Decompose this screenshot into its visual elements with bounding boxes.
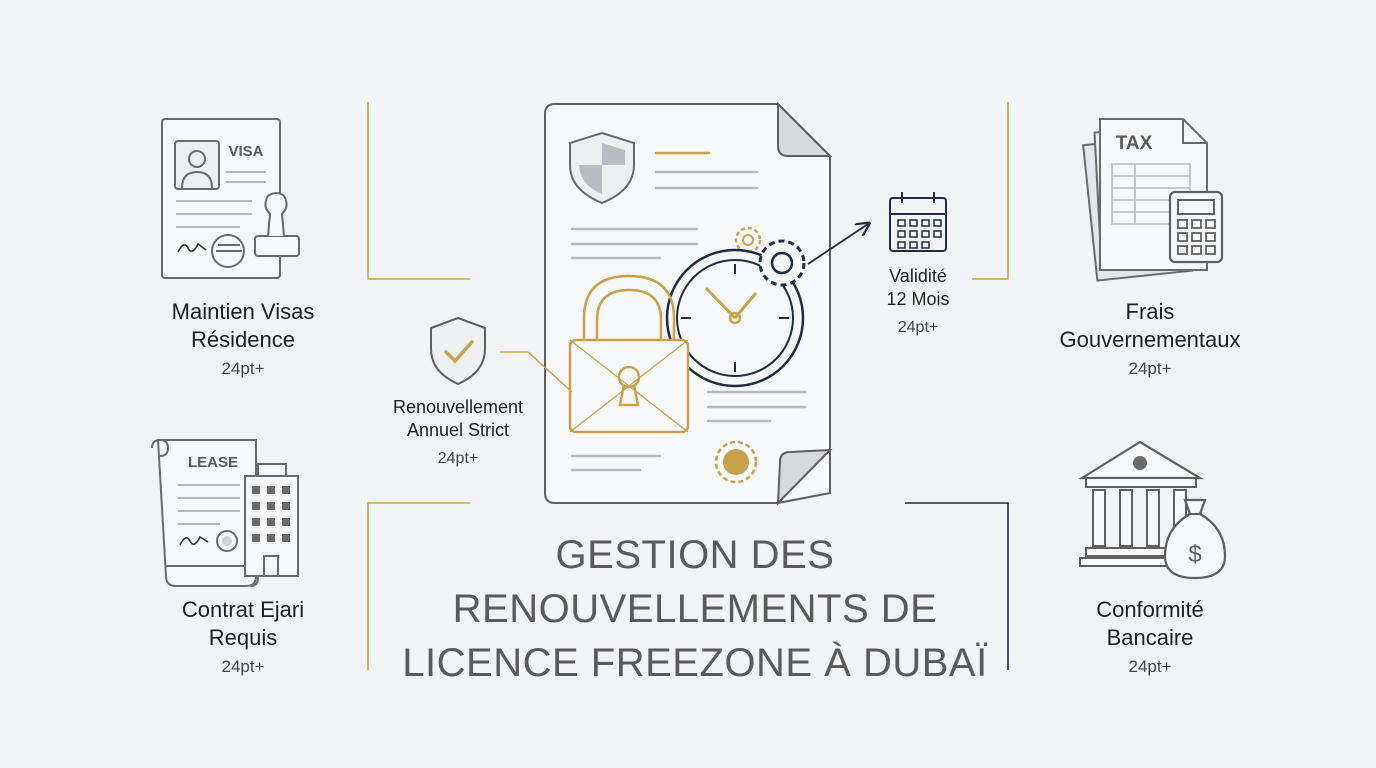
item-validity-line1: Validité (889, 266, 947, 286)
item-ejari-size: 24pt+ (221, 657, 265, 676)
item-renewal-line1: Renouvellement (392, 397, 524, 417)
clock-icon (665, 248, 805, 388)
item-banking-line1: Conformité (1096, 597, 1204, 622)
calendar-icon (889, 192, 947, 252)
item-fees: Frais Gouvernementaux 24pt+ (1025, 298, 1275, 380)
item-fees-line1: Frais (1125, 299, 1175, 324)
lease-document-icon: LEASE (151, 438, 299, 587)
tax-document-icon: TAX (1082, 118, 1224, 282)
seal-gear-icon (714, 440, 758, 484)
item-visas-size: 24pt+ (221, 359, 265, 378)
lease-label: LEASE (188, 454, 238, 471)
main-title: GESTION DES RENOUVELLEMENTS DE LICENCE F… (380, 528, 1010, 690)
money-bag-icon: $ (1163, 498, 1227, 580)
item-ejari-line1: Contrat Ejari (181, 597, 305, 622)
item-visas-line1: Maintien Visas (171, 299, 315, 324)
item-visas: Maintien Visas Résidence 24pt+ (118, 298, 368, 380)
arrow-icon (807, 224, 868, 265)
item-visas-line2: Résidence (191, 327, 295, 352)
item-fees-line2: Gouvernementaux (1059, 327, 1241, 352)
item-banking: Conformité Bancaire 24pt+ (1025, 596, 1275, 678)
item-banking-size: 24pt+ (1128, 657, 1172, 676)
main-title-line2: RENOUVELLEMENTS DE (452, 587, 938, 631)
item-validity: Validité 12 Mois 24pt+ (858, 265, 978, 339)
visa-document-icon: VISA (161, 118, 300, 279)
item-ejari: Contrat Ejari Requis 24pt+ (118, 596, 368, 678)
item-validity-size: 24pt+ (897, 319, 939, 336)
item-ejari-line2: Requis (208, 625, 278, 650)
main-title-line3: LICENCE FREEZONE À DUBAÏ (402, 641, 988, 685)
small-gear-icon (734, 226, 762, 254)
main-title-line1: GESTION DES (555, 533, 835, 577)
padlock-icon (568, 274, 690, 434)
item-renewal-line2: Annuel Strict (406, 420, 510, 440)
visa-label: VISA (228, 143, 263, 160)
gear-icon (758, 239, 806, 287)
connector-lines (367, 102, 1009, 670)
item-validity-line2: 12 Mois (886, 289, 950, 309)
check-shield-icon (430, 316, 486, 386)
dollar-sign: $ (1188, 541, 1201, 568)
item-fees-size: 24pt+ (1128, 359, 1172, 378)
tax-label: TAX (1116, 133, 1153, 154)
item-renewal: Renouvellement Annuel Strict 24pt+ (368, 396, 548, 470)
item-renewal-size: 24pt+ (437, 450, 479, 467)
item-banking-line2: Bancaire (1106, 625, 1194, 650)
